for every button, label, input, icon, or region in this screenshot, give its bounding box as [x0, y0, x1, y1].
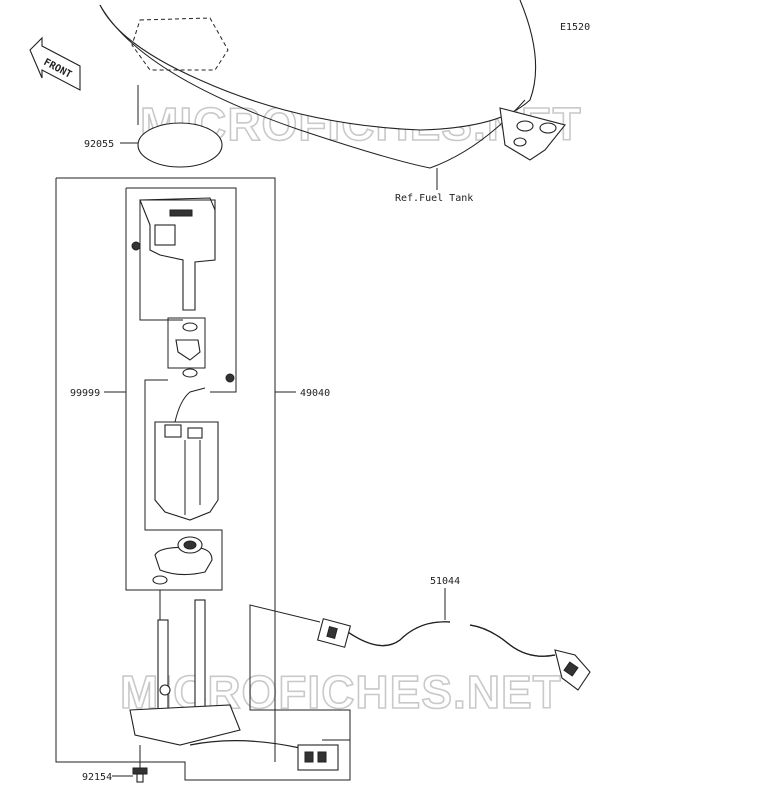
part-number-99999: 99999 [70, 388, 100, 399]
fuel-tank [99, 0, 566, 169]
front-arrow-icon: FRONT [29, 36, 81, 91]
fuel-pump-body [154, 387, 219, 521]
diagram-code: E1520 [560, 22, 590, 33]
pressure-regulator [131, 197, 216, 321]
fuel-hose-51044 [316, 618, 591, 691]
bolt-92154 [132, 767, 148, 783]
part-number-49040: 49040 [300, 388, 330, 399]
o-ring-92055 [137, 122, 223, 168]
part-number-51044: 51044 [430, 576, 460, 587]
ref-fuel-tank-label: Ref.Fuel Tank [395, 193, 473, 204]
fuel-filter [154, 536, 213, 576]
part-number-92154: 92154 [82, 772, 112, 783]
part-number-92055: 92055 [84, 139, 114, 150]
pump-bracket [129, 599, 241, 746]
connector-bottom [297, 744, 339, 771]
